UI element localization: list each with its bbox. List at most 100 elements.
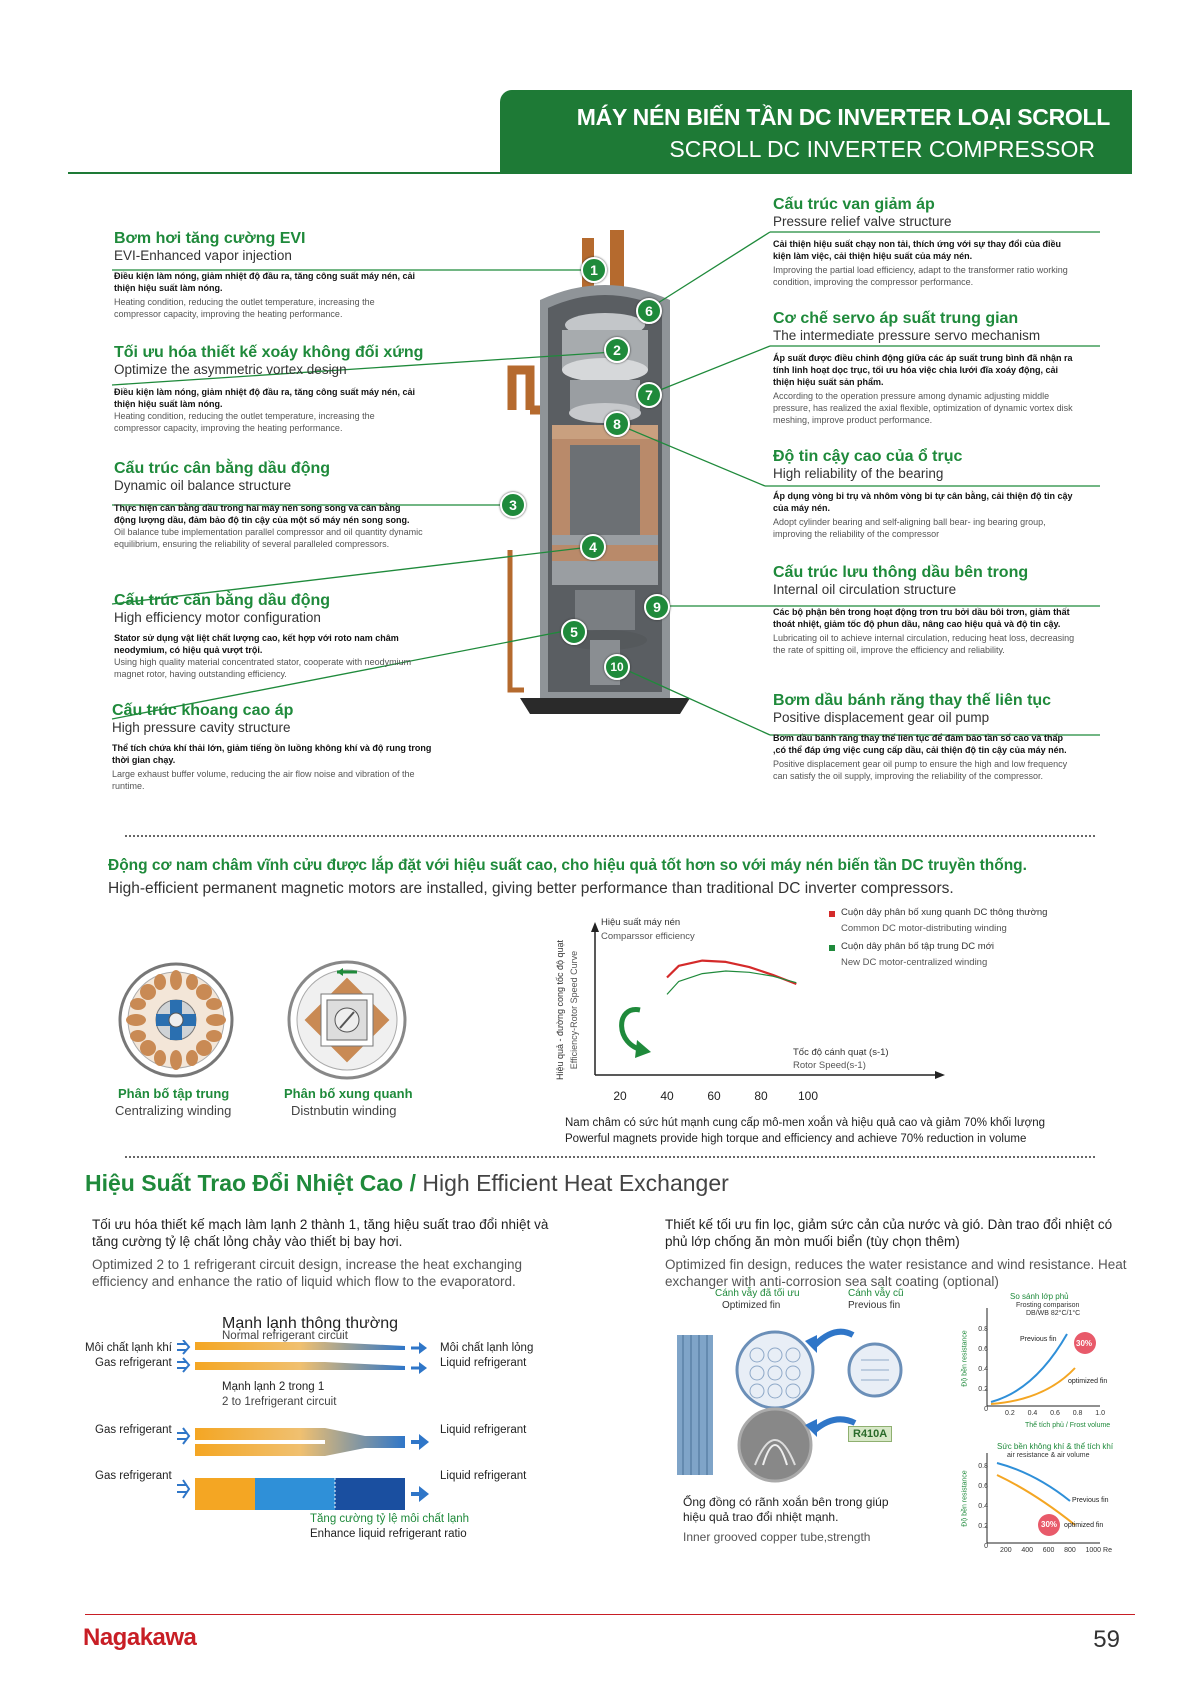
feature-text-en: Adopt cylinder bearing and self-aligning… [773, 517, 1046, 539]
heat-left-text: Tối ưu hóa thiết kế mạch làm lạnh 2 thàn… [92, 1216, 572, 1290]
legend-item-2-en: New DC motor-centralized winding [841, 957, 988, 968]
callout-6: 6 [636, 298, 662, 324]
chart-y-title-en: Comparssor efficiency [601, 931, 695, 942]
circuit-two-en: 2 to 1refrigerant circuit [222, 1396, 337, 1408]
legend-item-1-vi: Cuộn dây phân bố xung quanh DC thông thư… [841, 907, 1048, 918]
curved-arrow-head [635, 1040, 651, 1058]
left-feature-5: Cấu trúc khoang cao áp High pressure cav… [112, 702, 432, 792]
feature-subtitle: EVI-Enhanced vapor injection [114, 248, 292, 263]
tube-caption-en: Inner grooved copper tube,strength [683, 1530, 871, 1544]
mini2-ytick: 0.4 [978, 1503, 988, 1510]
mini2-xtick: 400 [1021, 1547, 1034, 1554]
chart-y-title-vi: Hiệu suất máy nén [601, 917, 681, 928]
mini1-xticks: 0.2 0.4 0.6 0.8 1.0 [1005, 1410, 1105, 1417]
left-feature-1: Bơm hơi tăng cường EVI EVI-Enhanced vapo… [114, 230, 424, 320]
mini2-ytick: 0.2 [978, 1523, 988, 1530]
feature-title: Độ tin cậy cao của ổ trục [773, 448, 963, 465]
circuit-two-vi: Mạnh lạnh 2 trong 1 [222, 1381, 325, 1393]
mini2-prev: Previous fin [1072, 1497, 1109, 1504]
callout-1: 1 [581, 257, 607, 283]
mini2-xtick: 1000 Re [1085, 1547, 1112, 1554]
circuit-enhance-vi: Tăng cường tỷ lệ môi chất lạnh [310, 1513, 470, 1525]
feature-text-en: Large exhaust buffer volume, reducing th… [112, 769, 415, 791]
feature-title: Bơm dầu bánh răng thay thế liên tục [773, 692, 1052, 709]
feature-text-vi: Các bộ phận bên trong hoạt động trơn tru… [773, 607, 1070, 629]
mini2-xtick: 200 [1000, 1547, 1012, 1554]
left-feature-3: Cấu trúc cân bằng dầu động Dynamic oil b… [114, 460, 424, 550]
feature-text-vi: Điều kiện làm nóng, giảm nhiệt độ đầu ra… [114, 271, 416, 293]
legend-item-2-vi: Cuộn dây phân bố tập trung DC mới [841, 941, 995, 952]
heat-left-en: Optimized 2 to 1 refrigerant circuit des… [92, 1257, 522, 1289]
mini1-xlabel: Thể tích phủ / Frost volume [1025, 1422, 1111, 1429]
r410a-badge: R410A [848, 1426, 893, 1442]
heat-right-text: Thiết kế tối ưu fin lọc, giảm sức cản củ… [665, 1216, 1135, 1290]
feature-text-vi: Áp suất được điều chỉnh động giữa các áp… [773, 353, 1073, 387]
circuit-enhance-en: Enhance liquid refrigerant ratio [310, 1528, 467, 1540]
circuit-normal-vi: Mạnh lạnh thông thường [222, 1315, 398, 1332]
mini2-xtick: 800 [1064, 1547, 1076, 1554]
footer-brand-logo: Nagakawa [83, 1624, 197, 1651]
feature-text-en: Heating condition, reducing the outlet t… [114, 411, 375, 433]
feature-text-vi: Thể tích chứa khí thải lớn, giảm tiếng ồ… [112, 743, 432, 765]
circuit-gas2: Gas refrigerant [95, 1424, 172, 1436]
mini1-title-en: Frosting comparison [1016, 1302, 1080, 1309]
x-tick-label: 40 [660, 1089, 674, 1103]
feature-subtitle: Optimize the asymmetric vortex design [114, 362, 347, 377]
chart-x-axis-arrow [935, 1071, 945, 1079]
refrigerant-circuit-diagram [177, 1340, 429, 1514]
mini1-ytick: 0.8 [978, 1326, 988, 1333]
mini1-xtick: 0.2 [1005, 1410, 1015, 1417]
feature-subtitle: High pressure cavity structure [112, 720, 291, 735]
chart-ylabel-vi: Hiệu quả - đường cong tốc độ quạt [555, 939, 565, 1081]
feature-subtitle: Positive displacement gear oil pump [773, 710, 990, 725]
mini2-ytick: 0.8 [978, 1463, 988, 1470]
callout-3: 3 [500, 492, 526, 518]
feature-title: Bơm hơi tăng cường EVI [114, 230, 306, 247]
feature-title: Cơ chế servo áp suất trung gian [773, 310, 1019, 327]
fin-illustration [677, 1328, 903, 1483]
chart-xlabel-en: Rotor Speed(s-1) [793, 1060, 866, 1071]
x-tick-label: 60 [707, 1089, 721, 1103]
mini-chart-frosting [986, 1308, 1100, 1407]
mini1-cond: DB/WB 82°C/1°C [1026, 1310, 1081, 1317]
feature-text-en: Heating condition, reducing the outlet t… [114, 297, 375, 319]
distributing-winding-diagram [287, 960, 407, 1080]
circuit-liquid-en: Liquid refrigerant [440, 1357, 527, 1369]
feature-title: Tối ưu hóa thiết kế xoáy không đối xứng [114, 344, 424, 361]
dotted-separator-2 [125, 1156, 1095, 1158]
mini2-title-en: air resistance & air volume [1007, 1452, 1090, 1459]
feature-title: Cấu trúc cân bằng dầu động [114, 592, 331, 609]
mini1-badge: 30% [1076, 1339, 1093, 1348]
mini1-xtick: 1.0 [1095, 1410, 1105, 1417]
centralizing-winding-diagram [118, 962, 234, 1078]
mini1-xtick: 0.4 [1027, 1410, 1038, 1417]
circuit-normal-en: Normal refrigerant circuit [222, 1330, 348, 1342]
mini2-ytick: 0 [984, 1543, 988, 1550]
circuit-gas3: Gas refrigerant [95, 1470, 172, 1482]
header-banner [500, 90, 1132, 174]
mini1-ytick: 0 [984, 1406, 988, 1413]
right-feature-5: Bơm dầu bánh răng thay thế liên tục Posi… [773, 692, 1078, 782]
chart-y-axis-arrow [591, 922, 599, 932]
feature-text-en: Positive displacement gear oil pump to e… [773, 759, 1068, 781]
feature-title: Cấu trúc khoang cao áp [112, 702, 294, 719]
right-feature-4: Cấu trúc lưu thông dầu bên trong Interna… [773, 564, 1078, 656]
circuit-gas-vi: Môi chất lạnh khí [85, 1342, 172, 1354]
right-feature-3: Độ tin cậy cao của ổ trục High reliabili… [773, 448, 1078, 540]
feature-title: Cấu trúc cân bằng dầu động [114, 460, 331, 477]
mini1-opt: optimized fin [1068, 1378, 1108, 1385]
footer-page-number: 59 [1093, 1626, 1120, 1653]
mini1-ytick: 0.2 [978, 1386, 988, 1393]
footer-rule [85, 1614, 1135, 1615]
circuit-liquid3: Liquid refrigerant [440, 1470, 527, 1482]
feature-title: Cấu trúc lưu thông dầu bên trong [773, 564, 1029, 581]
feature-text-en: Using high quality material concentrated… [114, 657, 412, 679]
circuit-liquid-vi: Môi chất lạnh lỏng [440, 1342, 534, 1354]
mini1-ytick: 0.6 [978, 1346, 988, 1353]
callout-4: 4 [580, 534, 606, 560]
header-title-en: SCROLL DC INVERTER COMPRESSOR [669, 136, 1095, 162]
feature-subtitle: Internal oil circulation structure [773, 582, 957, 597]
motor-caption-en: Powerful magnets provide high torque and… [565, 1133, 1027, 1145]
mini2-ytick: 0.6 [978, 1483, 988, 1490]
